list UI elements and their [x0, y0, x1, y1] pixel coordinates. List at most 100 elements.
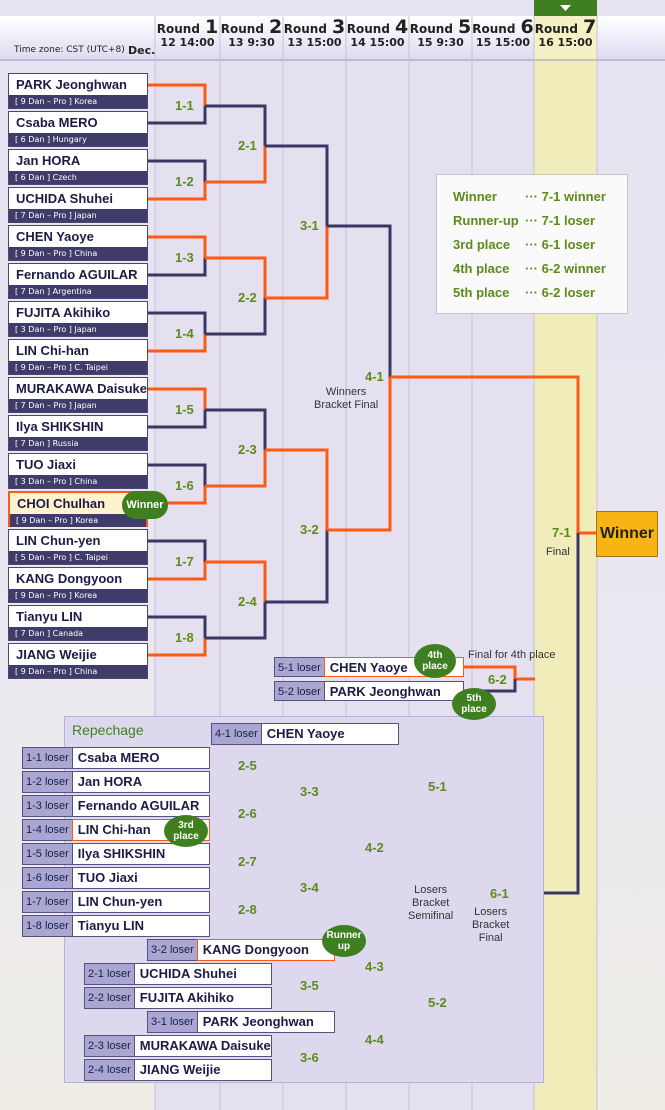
match-label-m2_3: 2-3 [238, 442, 257, 457]
loser-name: Csaba MERO [71, 747, 210, 769]
round-title: Round 2 [220, 16, 283, 38]
match-label-m2_7: 2-7 [238, 854, 257, 869]
round-datetime: 15 15:00 [475, 36, 531, 49]
r4-top-line [327, 224, 392, 377]
r1-bottom-line [148, 258, 207, 277]
r1-top-line [148, 463, 207, 486]
r1-bottom-line [148, 334, 207, 353]
r2-top-line [205, 408, 267, 450]
round-datetime: 13 9:30 [228, 36, 275, 49]
r2-bottom-line [205, 298, 267, 336]
r3-top-line [265, 144, 329, 226]
match-label-m1_6: 1-6 [175, 478, 194, 493]
loser-name: PARK Jeonghwan [323, 681, 464, 701]
match-label-m4_3: 4-3 [365, 959, 384, 974]
match-label-m2_5: 2-5 [238, 758, 257, 773]
player-name: LIN Chi-han [16, 343, 89, 358]
fourth-place-badge: 4th place [414, 644, 456, 678]
runner-up-badge: Runner up [322, 925, 366, 957]
player-name: PARK Jeonghwan [16, 77, 127, 92]
player-rank-country: [ 9 Dan – Pro ] China [9, 247, 147, 260]
loser-tag: 3-2 loser [147, 939, 197, 961]
round-word: Round [409, 22, 453, 36]
player-card: Fernando AGUILAR[ 7 Dan ] Argentina [8, 263, 148, 299]
fifth-place-badge: 5th place [452, 688, 496, 720]
player-rank-country: [ 9 Dan – Pro ] C. Taipei [9, 361, 147, 374]
round-word: Round [472, 22, 516, 36]
legend-label: 4th place [453, 261, 510, 276]
round-title: Round 3 [283, 16, 346, 38]
loser-tag: 1-1 loser [22, 747, 72, 769]
r4-bottom-line [327, 377, 392, 532]
match-label-m1_1: 1-1 [175, 98, 194, 113]
legend-value: ··· 6-2 loser [525, 285, 596, 300]
player-name: FUJITA Akihiko [16, 305, 111, 320]
round7-marker-icon [560, 5, 571, 11]
loser-tag: 5-1 loser [274, 657, 324, 677]
match-label-m2_8: 2-8 [238, 902, 257, 917]
player-card: Csaba MERO[ 6 Dan ] Hungary [8, 111, 148, 147]
final-4th-place-note: Final for 4th place [468, 649, 556, 661]
round-number: 6 [520, 16, 534, 38]
loser-name: KANG Dongyoon [196, 939, 335, 961]
match-label-m3_3: 3-3 [300, 784, 319, 799]
loser-name: CHEN Yaoye [260, 723, 399, 745]
r3-top-line [265, 448, 329, 530]
round-word: Round [283, 22, 327, 36]
player-name: CHOI Chulhan [10, 493, 146, 514]
player-card: JIANG Weijie[ 9 Dan – Pro ] China [8, 643, 148, 679]
loser-name: FUJITA Akihiko [133, 987, 272, 1009]
match-label-m1_8: 1-8 [175, 630, 194, 645]
player-rank-country: [ 9 Dan – Pro ] Korea [10, 514, 146, 527]
r1-top-line [148, 539, 207, 562]
legend-row: Runner-up··· 7-1 loser [453, 213, 595, 228]
round-word: Round [534, 22, 578, 36]
player-rank-country: [ 9 Dan – Pro ] Korea [9, 589, 147, 602]
player-rank-country: [ 7 Dan ] Russia [9, 437, 147, 450]
legend-value: ··· 7-1 loser [525, 213, 596, 228]
match-label-m3_1: 3-1 [300, 218, 319, 233]
player-card: LIN Chi-han [ 9 Dan – Pro ] C. Taipei [8, 339, 148, 375]
losers-semifinal-note: Losers Bracket Semifinal [408, 884, 454, 922]
match-label-m5_2: 5-2 [428, 995, 447, 1010]
loser-tag: 3-1 loser [147, 1011, 197, 1033]
r1-top-line [148, 235, 207, 258]
player-card: KANG Dongyoon[ 9 Dan – Pro ] Korea [8, 567, 148, 603]
round-number: 5 [458, 16, 472, 38]
loser-name: Fernando AGUILAR [71, 795, 210, 817]
loser-tag: 1-5 loser [22, 843, 72, 865]
loser-tag: 1-2 loser [22, 771, 72, 793]
loser-name: Jan HORA [71, 771, 210, 793]
player-card: Tianyu LIN[ 7 Dan ] Canada [8, 605, 148, 641]
loser-name: UCHIDA Shuhei [133, 963, 272, 985]
loser-tag: 2-4 loser [84, 1059, 134, 1081]
loser-name: PARK Jeonghwan [196, 1011, 335, 1033]
legend-row: 5th place··· 6-2 loser [453, 285, 595, 300]
round-word: Round [346, 22, 390, 36]
match-label-m2_4: 2-4 [238, 594, 257, 609]
round-datetime: 12 14:00 [160, 36, 215, 49]
legend-row: Winner··· 7-1 winner [453, 189, 606, 204]
round-title: Round 4 [346, 16, 409, 38]
r2-top-line [205, 256, 267, 298]
player-card: PARK Jeonghwan[ 9 Dan – Pro ] Korea [8, 73, 148, 109]
round-datetime: 13 15:00 [287, 36, 342, 49]
match-label-m3_6: 3-6 [300, 1050, 319, 1065]
third-place-badge: 3rd place [164, 815, 208, 847]
r1-top-line [148, 311, 207, 334]
loser-tag: 2-2 loser [84, 987, 134, 1009]
match-label-m6_2: 6-2 [488, 672, 507, 687]
legend-row: 4th place··· 6-2 winner [453, 261, 606, 276]
round-title: Round 6 [472, 16, 534, 38]
loser-tag: 2-3 loser [84, 1035, 134, 1057]
loser-tag: 2-1 loser [84, 963, 134, 985]
